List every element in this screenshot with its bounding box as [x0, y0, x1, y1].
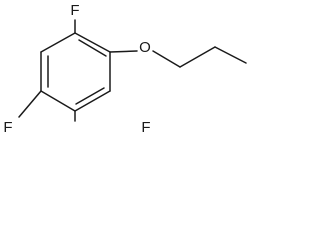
bond-ch2-ch3 — [214, 46, 247, 64]
ring-bond-top — [74, 32, 111, 53]
ring-bond-bottom-left — [40, 90, 76, 112]
ring-bond-bottom-right — [74, 90, 111, 112]
atom-label-fluorine-right: F — [141, 119, 150, 136]
benzene-ring — [40, 32, 111, 112]
ring-bond-top-inner — [78, 39, 107, 57]
bond-o-ch2 — [152, 50, 181, 68]
ring-bond-top-left — [40, 32, 76, 53]
bond-c-o — [109, 50, 138, 53]
substituent-bonds — [18, 19, 247, 122]
atom-label-oxygen: O — [139, 39, 151, 56]
atom-label-fluorine-top: F — [70, 2, 79, 19]
atom-label-fluorine-left: F — [3, 119, 12, 136]
bond-c-f-left — [18, 90, 42, 118]
bond-ch2-ch2 — [179, 46, 216, 68]
molecule-structure: F O F F — [3, 2, 247, 136]
ring-bond-bottom-right-inner — [75, 87, 105, 105]
